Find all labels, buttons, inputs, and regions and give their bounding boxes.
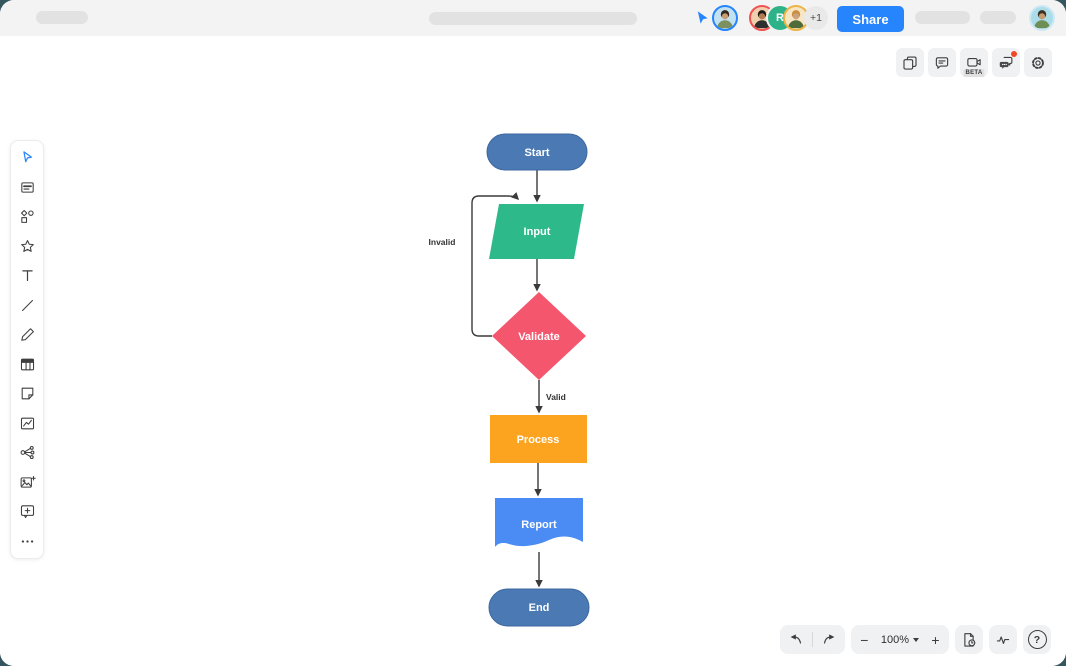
topbar-placeholder-1 bbox=[915, 11, 970, 24]
board-title-placeholder bbox=[36, 11, 88, 24]
pages-icon bbox=[903, 55, 917, 70]
tool-card[interactable] bbox=[11, 173, 43, 203]
undo-button[interactable] bbox=[780, 625, 812, 654]
line-icon bbox=[21, 299, 33, 311]
node-end[interactable]: End bbox=[488, 588, 590, 627]
table-icon bbox=[20, 358, 34, 371]
collaborator-initial-label: R bbox=[776, 12, 784, 24]
board-history-button[interactable] bbox=[955, 625, 983, 654]
tool-sticky-note[interactable] bbox=[11, 379, 43, 409]
redo-icon bbox=[823, 633, 835, 644]
tool-chart[interactable] bbox=[11, 409, 43, 439]
activity-button[interactable] bbox=[989, 625, 1017, 654]
edge-validate-input-loop[interactable] bbox=[471, 192, 520, 337]
flowchart-diagram: Invalid Valid Start Input Validate Proce… bbox=[429, 133, 590, 627]
history-controls bbox=[779, 625, 845, 654]
view-controls-toolbar: − 100% + ? bbox=[779, 625, 1051, 654]
star-icon bbox=[20, 239, 34, 252]
avatar-following-user[interactable] bbox=[712, 5, 738, 31]
tool-pen[interactable] bbox=[11, 320, 43, 350]
select-cursor-icon bbox=[22, 151, 32, 163]
toolbar-placeholder bbox=[429, 12, 637, 25]
document-history-icon bbox=[964, 632, 976, 647]
embed-icon bbox=[20, 505, 34, 519]
collaborator-cursor-icon bbox=[697, 11, 708, 24]
collaborators-overflow-badge[interactable]: +1 bbox=[804, 6, 828, 30]
card-icon bbox=[20, 182, 34, 193]
shapes-icon bbox=[20, 210, 34, 224]
zoom-level-value: 100% bbox=[880, 633, 909, 646]
beta-badge: BETA bbox=[963, 69, 985, 77]
avatar-current-user[interactable] bbox=[1029, 5, 1055, 31]
avatar-photo bbox=[754, 10, 770, 29]
chevron-down-icon bbox=[913, 637, 919, 642]
node-process[interactable]: Process bbox=[490, 415, 587, 463]
video-record-button[interactable]: BETA bbox=[960, 48, 988, 77]
help-glyph: ? bbox=[1033, 633, 1041, 646]
question-mark-icon: ? bbox=[1027, 630, 1047, 649]
node-end-label: End bbox=[529, 602, 550, 614]
node-report-label: Report bbox=[521, 519, 557, 531]
board-actions-toolbar: BETA bbox=[896, 48, 1052, 77]
node-validate[interactable]: Validate bbox=[492, 292, 586, 380]
chat-bubbles-icon bbox=[999, 56, 1013, 69]
sticky-note-icon bbox=[21, 387, 33, 400]
line-chart-icon bbox=[20, 417, 34, 430]
node-validate-label: Validate bbox=[518, 331, 560, 343]
activity-pulse-icon bbox=[996, 635, 1010, 644]
tool-image[interactable] bbox=[11, 468, 43, 498]
creation-toolbar bbox=[10, 140, 44, 559]
redo-button[interactable] bbox=[813, 625, 845, 654]
tool-mindmap[interactable] bbox=[11, 438, 43, 468]
tool-table[interactable] bbox=[11, 350, 43, 380]
comment-icon bbox=[935, 56, 949, 69]
tool-more[interactable] bbox=[11, 527, 43, 557]
topbar-placeholder-2 bbox=[980, 11, 1016, 24]
image-upload-icon bbox=[20, 475, 36, 488]
chat-button[interactable] bbox=[992, 48, 1020, 77]
avatar-photo bbox=[1034, 10, 1050, 29]
node-input-label: Input bbox=[524, 226, 551, 238]
tool-embed[interactable] bbox=[11, 497, 43, 527]
edge-label-valid: Valid bbox=[546, 392, 566, 402]
notification-dot bbox=[1011, 51, 1017, 57]
avatar-photo bbox=[788, 10, 804, 29]
zoom-controls: − 100% + bbox=[850, 625, 949, 654]
zoom-level-dropdown[interactable]: 100% bbox=[878, 634, 922, 646]
board-canvas[interactable]: Invalid Valid Start Input Validate Proce… bbox=[0, 36, 1066, 666]
zoom-out-button[interactable]: − bbox=[860, 631, 869, 648]
tool-line[interactable] bbox=[11, 291, 43, 321]
pages-button[interactable] bbox=[896, 48, 924, 77]
share-button[interactable]: Share bbox=[837, 6, 904, 32]
node-start[interactable]: Start bbox=[486, 133, 588, 171]
settings-button[interactable] bbox=[1024, 48, 1052, 77]
pencil-icon bbox=[20, 328, 34, 341]
node-process-label: Process bbox=[517, 434, 560, 446]
gear-icon bbox=[1032, 56, 1044, 69]
help-button[interactable]: ? bbox=[1023, 625, 1051, 654]
video-camera-icon bbox=[967, 57, 981, 67]
node-start-label: Start bbox=[524, 147, 549, 159]
tool-shapes[interactable] bbox=[11, 202, 43, 232]
zoom-in-button[interactable]: + bbox=[931, 631, 940, 648]
avatar-photo bbox=[717, 10, 733, 29]
overflow-count-label: +1 bbox=[810, 12, 822, 24]
tool-text[interactable] bbox=[11, 261, 43, 291]
node-input[interactable]: Input bbox=[489, 204, 584, 259]
tool-star[interactable] bbox=[11, 232, 43, 262]
more-dots-icon bbox=[21, 540, 33, 543]
text-icon bbox=[21, 270, 33, 282]
node-report[interactable]: Report bbox=[495, 498, 583, 547]
mindmap-icon bbox=[20, 446, 34, 460]
undo-icon bbox=[790, 633, 801, 644]
comments-button[interactable] bbox=[928, 48, 956, 77]
top-bar: R +1 Share bbox=[0, 0, 1066, 36]
tool-select[interactable] bbox=[11, 143, 43, 173]
divider bbox=[811, 632, 813, 647]
edge-label-invalid: Invalid bbox=[429, 237, 456, 247]
